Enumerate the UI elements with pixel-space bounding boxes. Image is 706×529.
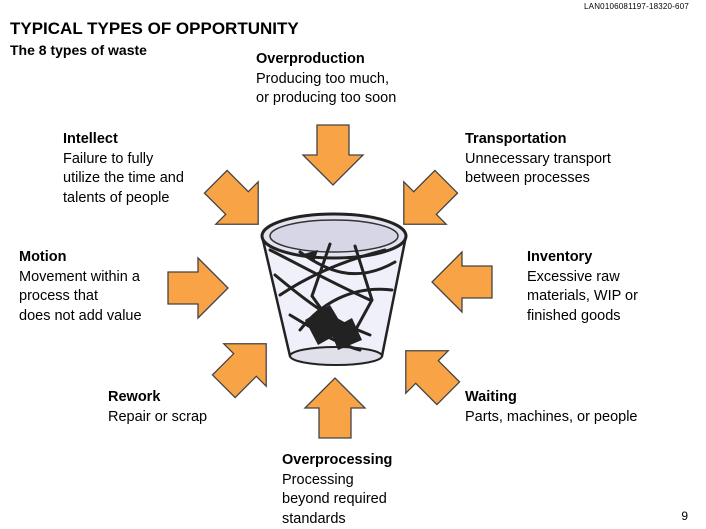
motion-description: Movement within a process that does not … [19,268,142,324]
arrow-icon-right [431,251,493,313]
arrow-icon-bottom-left [201,321,289,409]
waste-inventory: Inventory Excessive raw materials, WIP o… [527,248,638,326]
arrow-icon-left [167,257,229,319]
waste-motion: Motion Movement within a process that do… [19,248,142,326]
arrow-icon-top [302,124,364,186]
page-number: 9 [681,509,688,523]
waste-intellect: Intellect Failure to fully utilize the t… [63,130,184,208]
waiting-description: Parts, machines, or people [465,408,638,425]
overprocessing-heading: Overprocessing [282,452,393,468]
intellect-description: Failure to fully utilize the time and ta… [63,150,184,206]
page-title: TYPICAL TYPES OF OPPORTUNITY [10,19,299,38]
wastebasket-icon [260,212,408,366]
transportation-heading: Transportation [465,131,567,147]
inventory-heading: Inventory [527,249,593,265]
overprocessing-description: Processing beyond required standards [282,471,387,527]
overproduction-heading: Overproduction [256,51,365,67]
rework-heading: Rework [108,389,161,405]
inventory-description: Excessive raw materials, WIP or finished… [527,268,638,324]
waste-overprocessing: Overprocessing Processing beyond require… [282,451,392,529]
overproduction-description: Producing too much, or producing too soo… [256,70,397,107]
rework-description: Repair or scrap [108,408,208,425]
waste-rework: Rework Repair or scrap [108,388,207,427]
waste-transportation: Transportation Unnecessary transport bet… [465,130,611,189]
document-id: LAN0106081197-18320-607 [584,2,689,11]
transportation-description: Unnecessary transport between processes [465,150,611,187]
intellect-heading: Intellect [63,131,118,147]
waste-overproduction: Overproduction Producing too much, or pr… [256,50,396,109]
waiting-heading: Waiting [465,389,517,405]
page-subtitle: The 8 types of waste [10,42,147,58]
waste-waiting: Waiting Parts, machines, or people [465,388,637,427]
arrow-icon-bottom-right [383,328,471,416]
motion-heading: Motion [19,249,67,265]
arrow-icon-bottom [304,377,366,439]
